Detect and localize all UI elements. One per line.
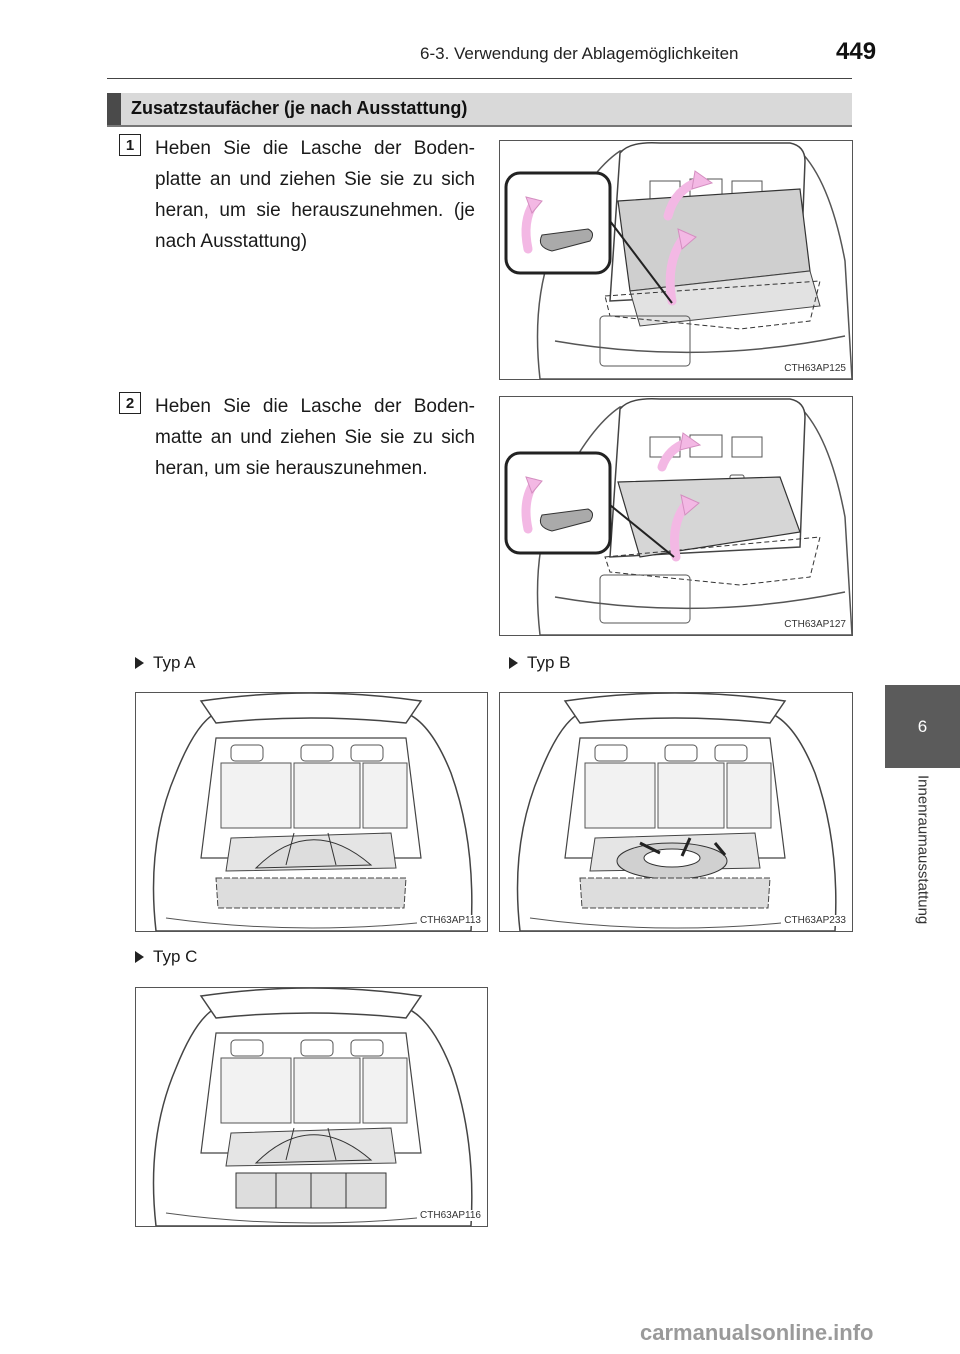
section-underline xyxy=(107,125,852,127)
figure-code-type-c: CTH63AP116 xyxy=(417,1210,481,1221)
figure-code-type-b: CTH63AP233 xyxy=(781,915,846,926)
step-text-2: Heben Sie die Lasche der Boden­matte an … xyxy=(155,396,475,479)
chapter-number: 6 xyxy=(917,716,928,736)
figure-type-b: CTH63AP233 xyxy=(499,692,853,932)
section-heading: Zusatzstaufächer (je nach Ausstattung) xyxy=(107,93,852,125)
type-a-label: Typ A xyxy=(135,653,196,673)
triangle-bullet-icon xyxy=(135,951,144,963)
chapter-tab[interactable]: 6 xyxy=(885,685,960,768)
figure-step-2-drawing xyxy=(504,397,852,635)
figure-type-c-drawing xyxy=(152,988,473,1226)
chapter-title: Innenraumausstattung xyxy=(914,775,931,925)
figure-step-1-drawing xyxy=(504,141,852,379)
figure-code-1: CTH63AP125 xyxy=(781,363,846,374)
figure-step-1: CTH63AP125 xyxy=(499,140,853,380)
figure-code-2: CTH63AP127 xyxy=(781,619,846,630)
watermark: carmanualsonline.info xyxy=(640,1320,874,1345)
figure-code-type-a: CTH63AP113 xyxy=(417,915,481,926)
figure-type-a-drawing xyxy=(152,693,473,931)
step-text-1: Heben Sie die Lasche der Boden­platte an… xyxy=(155,138,475,252)
step-number-1: 1 xyxy=(119,134,141,156)
figure-step-2: CTH63AP127 xyxy=(499,396,853,636)
figure-type-b-drawing xyxy=(516,693,837,931)
triangle-bullet-icon xyxy=(135,657,144,669)
section-title: Zusatzstaufächer (je nach Ausstattung) xyxy=(131,98,468,118)
figure-type-c: CTH63AP116 xyxy=(135,987,488,1227)
type-b-label: Typ B xyxy=(509,653,570,673)
chapter-title-vertical: Innenraumausstattung xyxy=(885,775,960,985)
triangle-bullet-icon xyxy=(509,657,518,669)
running-header-section: 6-3. Verwendung der Ablagemöglichkeiten xyxy=(420,44,739,63)
step-number-2: 2 xyxy=(119,392,141,414)
page-number: 449 xyxy=(836,38,877,65)
header-rule xyxy=(107,78,852,79)
figure-type-a: CTH63AP113 xyxy=(135,692,488,932)
type-c-label: Typ C xyxy=(135,947,197,967)
